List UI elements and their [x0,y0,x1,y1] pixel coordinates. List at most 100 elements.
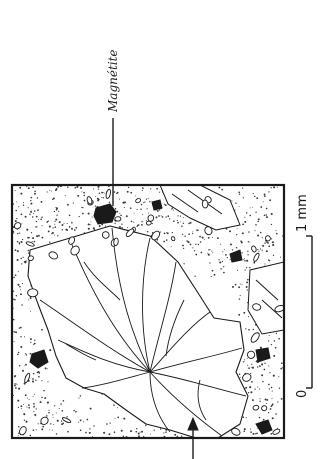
grain [247,350,256,359]
stipple-dot [20,336,21,337]
stipple-dot [89,224,90,225]
stipple-dot [93,188,94,189]
stipple-dot [20,258,22,260]
stipple-dot [35,380,36,381]
stipple-dot [184,235,185,236]
stipple-dot [181,226,182,227]
stipple-dot [247,279,249,281]
scale-bar [306,236,312,388]
stipple-dot [119,226,121,228]
stipple-dot [47,381,48,382]
stipple-dot [19,187,21,189]
stipple-dot [243,430,245,432]
stipple-dot [174,434,176,436]
stipple-dot [41,402,42,403]
stipple-dot [30,211,32,213]
stipple-dot [25,421,27,423]
stipple-dot [38,219,39,220]
stipple-dot [32,237,34,239]
stipple-dot [59,408,60,409]
stipple-dot [160,232,161,233]
stipple-dot [32,380,34,382]
stipple-dot [109,202,110,203]
stipple-dot [55,219,57,221]
stipple-dot [36,429,37,430]
stipple-dot [244,217,245,218]
stipple-dot [247,358,248,359]
stipple-dot [53,417,54,418]
stipple-dot [177,220,178,221]
magnetite-grain [256,420,272,434]
stipple-dot [54,405,55,406]
stipple-dot [40,218,42,220]
stipple-dot [282,236,283,237]
stipple-dot [18,435,19,436]
stipple-dot [138,432,140,434]
stipple-dot [141,431,143,433]
magnetite-label: Magnétite [106,49,120,113]
stipple-dot [183,223,184,224]
stipple-dot [240,283,241,284]
stipple-dot [198,230,199,231]
stipple-dot [74,187,76,189]
stipple-dot [255,212,256,213]
stipple-dot [25,394,27,396]
stipple-dot [13,233,14,234]
stipple-dot [41,428,43,430]
stipple-dot [21,214,23,216]
grain [18,425,27,435]
stipple-dot [66,229,68,231]
stipple-dot [243,259,244,260]
grain [26,241,35,247]
stipple-dot [33,344,34,345]
stipple-dot [232,286,234,288]
stipple-dot [257,249,258,250]
stipple-dot [78,422,79,423]
stipple-dot [67,186,68,187]
stipple-dot [221,189,223,191]
stipple-dot [222,261,223,262]
stipple-dot [22,370,24,372]
stipple-dot [183,217,184,218]
stipple-dot [259,401,260,402]
stipple-dot [253,193,254,194]
grain [86,196,93,205]
stipple-dot [119,199,120,200]
stipple-dot [230,259,231,260]
stipple-dot [242,187,243,188]
stipple-dot [121,224,122,225]
stipple-dot [18,271,19,272]
stipple-dot [56,188,58,190]
stipple-dot [240,295,241,296]
stipple-dot [17,384,18,385]
stipple-dot [63,400,65,402]
stipple-dot [98,189,99,190]
stipple-dot [273,375,275,377]
stipple-dot [183,248,184,249]
stipple-dot [244,269,245,270]
stipple-dot [87,419,89,421]
stipple-dot [279,388,280,389]
stipple-dot [268,340,269,341]
stipple-dot [257,428,258,429]
stipple-dot [223,266,224,267]
stipple-dot [32,216,33,217]
stipple-dot [236,247,237,248]
stipple-dot [34,210,36,212]
stipple-dot [161,215,162,216]
stipple-dot [15,210,17,212]
magnetite-grain [256,348,270,362]
stipple-dot [163,241,165,243]
stipple-dot [42,426,44,428]
stipple-dot [121,430,123,432]
stipple-dot [45,367,47,369]
stipple-dot [255,224,257,226]
stipple-dot [25,216,27,218]
stipple-dot [49,410,50,411]
stipple-dot [218,187,220,189]
stipple-dot [236,234,237,235]
stipple-dot [199,236,201,238]
stipple-dot [28,299,29,300]
grain [28,289,38,297]
